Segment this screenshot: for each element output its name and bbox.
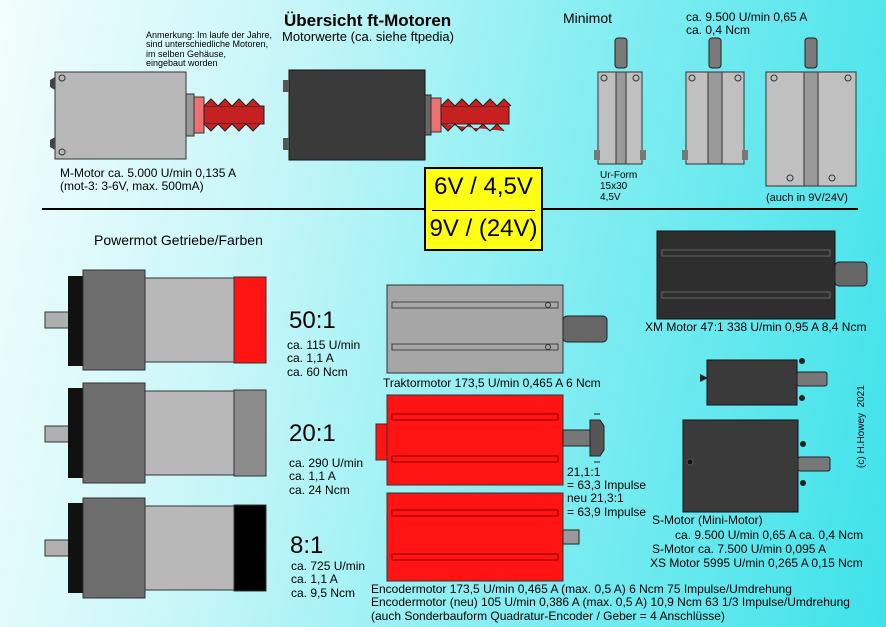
- spec-line: ca. 1,1 A: [291, 572, 338, 587]
- page-title: Übersicht ft-Motoren: [284, 11, 452, 30]
- ratio-line: neu 21,3:1: [567, 491, 624, 506]
- traktor-motor-drawing: [386, 284, 608, 374]
- encoder-motor-drawing-2: [386, 492, 580, 582]
- minimot-drawings: [594, 37, 857, 187]
- spec-line: ca. 1,1 A: [289, 469, 336, 484]
- spec-line: ca. 24 Ncm: [289, 482, 350, 497]
- urform-label: Ur-Form 15x30 4,5V: [600, 170, 637, 203]
- powermot-color-cap: [233, 276, 267, 364]
- encoder-motor-drawing-1: [375, 394, 605, 486]
- spec-line: ca. 9,5 Ncm: [291, 585, 356, 600]
- note-line: eingebaut worden: [146, 58, 218, 69]
- note-block: Anmerkung: Im laufe der Jahre, sind unte…: [146, 30, 273, 69]
- spec-line: ca. 290 U/min: [289, 456, 364, 470]
- gear-ratio: 8:1: [290, 532, 324, 559]
- spec-line: ca. 1,1 A: [287, 351, 334, 366]
- page-subtitle: Motorwerte (ca. siehe ftpedia): [282, 29, 454, 44]
- xs-motor-spec: XS Motor 5995 U/min 0,265 A 0,15 Ncm: [650, 556, 863, 570]
- voltage-bottom: 9V / (24V): [429, 215, 538, 242]
- spec-line: ca. 60 Ncm: [287, 364, 348, 379]
- note-line: sind unterschiedliche Motoren,: [146, 39, 269, 50]
- encoder-line: Encodermotor 173,5 U/min 0,465 A (max. 0…: [371, 582, 792, 596]
- s-motor-title: S-Motor (Mini-Motor): [652, 513, 763, 527]
- minimot-also: (auch in 9V/24V): [766, 192, 848, 204]
- s-motor-spec-alt: S-Motor ca. 7.500 U/min 0,095 A: [652, 542, 827, 556]
- minimot-spec-torque: ca. 0,4 Ncm: [686, 23, 751, 37]
- spec-line: ca. 725 U/min: [291, 559, 366, 573]
- note-line: im selben Gehäuse,: [146, 48, 227, 59]
- gear-specs: ca. 290 U/min ca. 1,1 A ca. 24 Ncm: [289, 456, 364, 497]
- minimot-title: Minimot: [563, 10, 613, 26]
- m-motor-drawing: [50, 71, 265, 160]
- voltage-top: 6V / 4,5V: [434, 173, 533, 200]
- xm-motor-label: XM Motor 47:1 338 U/min 0,95 A 8,4 Ncm: [645, 320, 867, 334]
- encoder-line: (auch Sonderbauform Quadratur-Encoder / …: [371, 608, 725, 623]
- powermot-color-cap: [233, 504, 267, 592]
- minimot-spec-speed: ca. 9.500 U/min 0,65 A: [686, 10, 808, 24]
- traktor-motor-label: Traktormotor 173,5 U/min 0,465 A 6 Ncm: [383, 376, 601, 390]
- voltage-box: 6V / 4,5V 9V / (24V): [424, 167, 543, 251]
- powermot-title: Powermot Getriebe/Farben: [94, 232, 263, 248]
- s-motor-small-drawing: [700, 358, 828, 406]
- copyright-credit: (c) H.Howey 2021: [856, 385, 867, 468]
- m-motor-spec-extra: (mot-3: 3-6V, max. 500mA): [60, 179, 204, 193]
- gear-ratio: 20:1: [289, 420, 336, 447]
- m-motor-dark-drawing: [283, 69, 512, 161]
- urform-line: 4,5V: [600, 192, 621, 203]
- s-motor-spec: ca. 9.500 U/min 0,65 A ca. 0,4 Ncm: [675, 528, 864, 542]
- xm-motor-drawing: [656, 230, 868, 320]
- s-motor-large-drawing: [682, 419, 831, 513]
- urform-line: 15x30: [600, 181, 628, 192]
- ratio-line: = 63,9 Impulse: [567, 504, 647, 519]
- powermot-color-cap: [233, 389, 267, 477]
- voltage-separator: [432, 210, 535, 211]
- m-motor-spec: M-Motor ca. 5.000 U/min 0,135 A: [60, 166, 237, 180]
- spec-line: ca. 115 U/min: [287, 338, 361, 352]
- ratio-line: = 63,3 Impulse: [567, 478, 647, 493]
- powermot-drawings: [44, 269, 267, 599]
- urform-line: Ur-Form: [600, 170, 638, 181]
- encoder-line: Encodermotor (neu) 105 U/min 0,386 A (ma…: [371, 595, 850, 610]
- encoder-motor-specs: Encodermotor 173,5 U/min 0,465 A (max. 0…: [371, 582, 850, 623]
- gear-specs: ca. 725 U/min ca. 1,1 A ca. 9,5 Ncm: [291, 559, 366, 600]
- note-line: Anmerkung: Im laufe der Jahre,: [146, 30, 273, 40]
- ratio-line: 21,1:1: [567, 465, 601, 479]
- gear-ratio: 50:1: [289, 307, 336, 334]
- encoder-ratio: 21,1:1 = 63,3 Impulse neu 21,3:1 = 63,9 …: [567, 465, 647, 519]
- gear-specs: ca. 115 U/min ca. 1,1 A ca. 60 Ncm: [287, 338, 361, 379]
